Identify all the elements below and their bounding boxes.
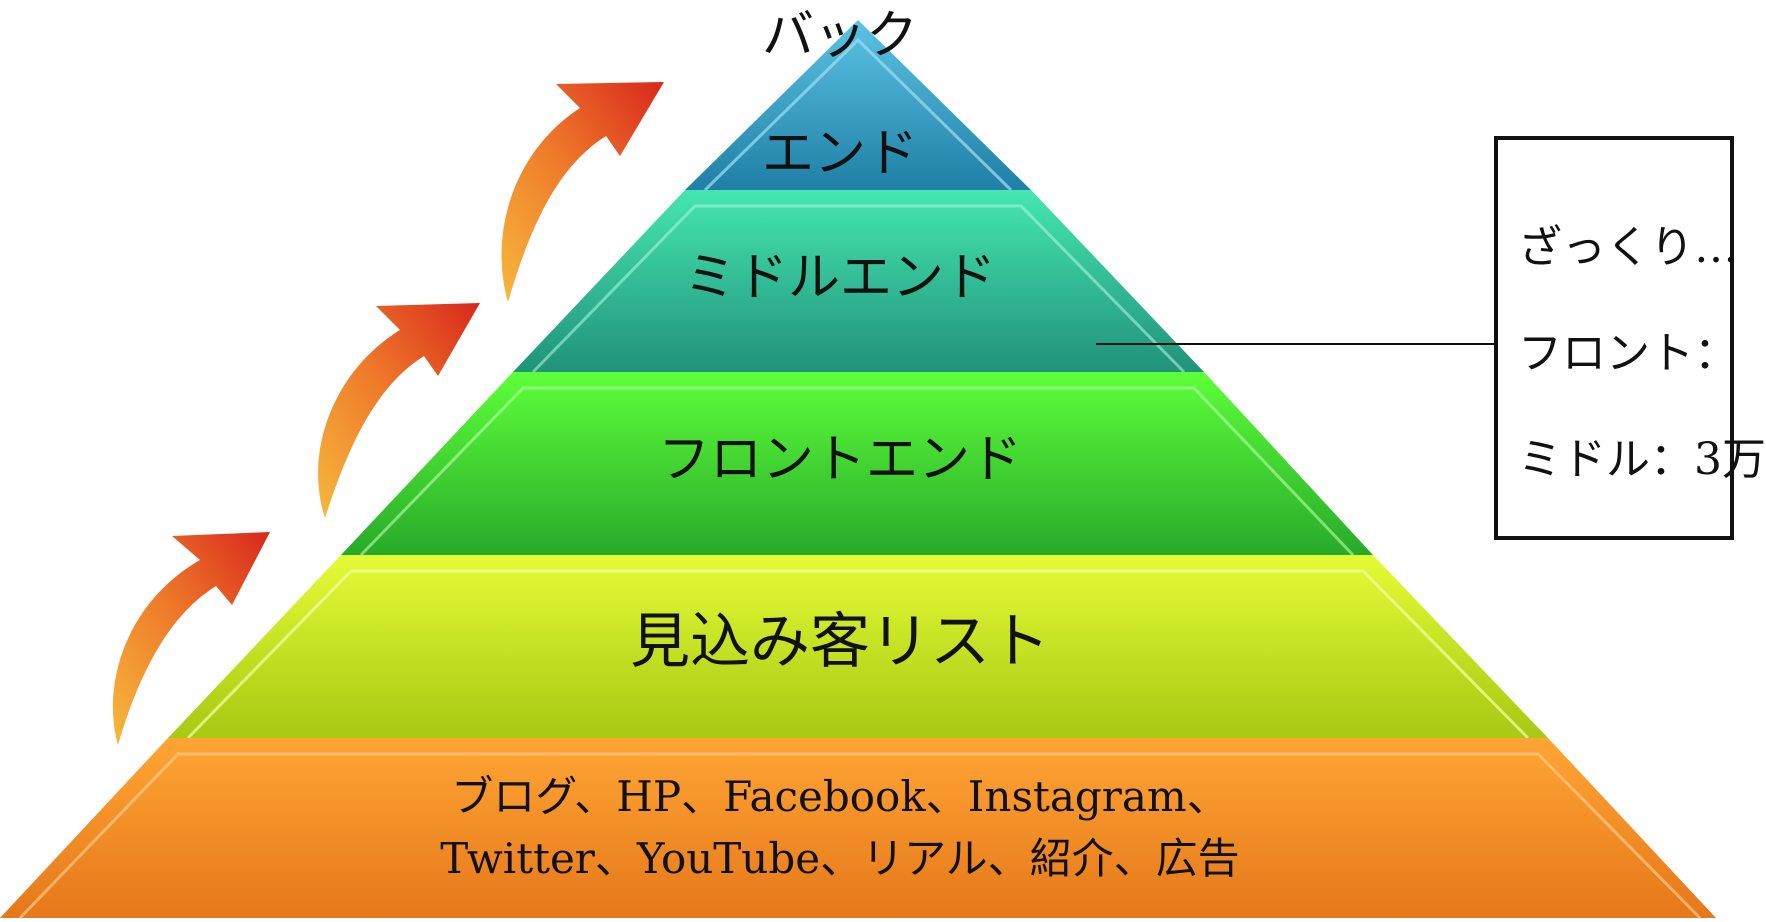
upward-curved-arrow-icon [501, 82, 664, 302]
pyramid-tier-back-end [685, 20, 1031, 190]
base-channels-label-line1: ブログ、HP、Facebook、Instagram、 [451, 772, 1229, 821]
back-end-label-line2: エンド [761, 124, 918, 184]
connector-line [1096, 343, 1496, 345]
pyramid-tier-prospect-list [168, 555, 1548, 738]
base-channels-label-line2: Twitter、YouTube、リアル、紹介、広告 [440, 834, 1240, 883]
prospect-list-label: 見込み客リスト [630, 607, 1050, 677]
note-line-2: フロント： [1518, 328, 1738, 379]
pyramid-tier-middle-end [513, 190, 1204, 372]
upward-curved-arrow-icon [112, 532, 271, 745]
pyramid-diagram: バック エンド ミドルエンド フロントエンド 見込み客リスト ブログ、HP、Fa… [0, 6, 1766, 920]
middle-end-label: ミドルエンド [683, 248, 996, 308]
note-callout: ざっくり… フロント： ミドル：3万 [1494, 136, 1766, 540]
note-line-3: ミドル：3万 [1518, 434, 1766, 485]
pyramid-tier-base [0, 738, 1716, 918]
front-end-label: フロントエンド [657, 430, 1022, 490]
back-end-label-line1: バック [761, 6, 918, 66]
note-line-1: ざっくり… [1518, 222, 1738, 273]
pyramid-graphic [0, 20, 1716, 920]
upward-curved-arrow-icon [318, 303, 480, 518]
pyramid-tier-front-end [341, 372, 1373, 555]
